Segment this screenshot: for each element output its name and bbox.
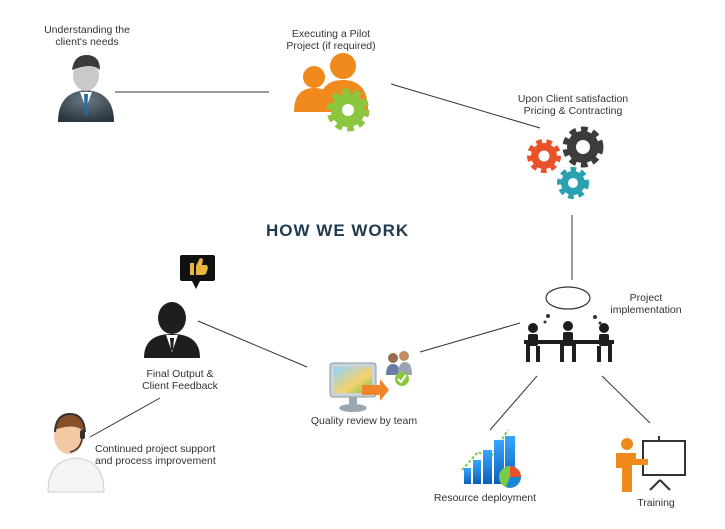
meeting-table-icon xyxy=(524,286,614,362)
label-pricing: Upon Client satisfaction Pricing & Contr… xyxy=(517,93,629,117)
gears-icon xyxy=(527,126,604,199)
connector-quality-final xyxy=(197,320,308,368)
support-agent-icon xyxy=(47,412,105,493)
monitor-review-icon xyxy=(329,351,412,412)
connector-implementation-training xyxy=(601,375,651,424)
label-implementation: Project implementation xyxy=(610,292,682,316)
connector-final-support xyxy=(89,397,161,438)
client-silhouette-icon xyxy=(144,302,200,358)
label-understanding: Understanding the client's needs xyxy=(44,24,130,48)
connector-implementation-quality xyxy=(419,322,521,353)
businessman-icon xyxy=(58,54,114,122)
connector-implementation-resource xyxy=(489,375,538,431)
label-pilot: Executing a Pilot Project (if required) xyxy=(286,28,376,52)
growth-chart-icon xyxy=(461,429,521,488)
label-training: Training xyxy=(637,497,675,509)
connector-lines xyxy=(89,83,651,438)
label-quality: Quality review by team xyxy=(310,415,418,427)
label-final: Final Output & Client Feedback xyxy=(142,368,218,392)
label-resource: Resource deployment xyxy=(433,492,537,504)
diagram-title: HOW WE WORK xyxy=(266,221,410,240)
team-gear-icon xyxy=(294,53,370,132)
label-support: Continued project support and process im… xyxy=(95,443,216,467)
thumbs-up-icon xyxy=(180,255,215,289)
connector-pilot-pricing xyxy=(390,83,541,129)
presentation-board-icon xyxy=(616,436,686,492)
